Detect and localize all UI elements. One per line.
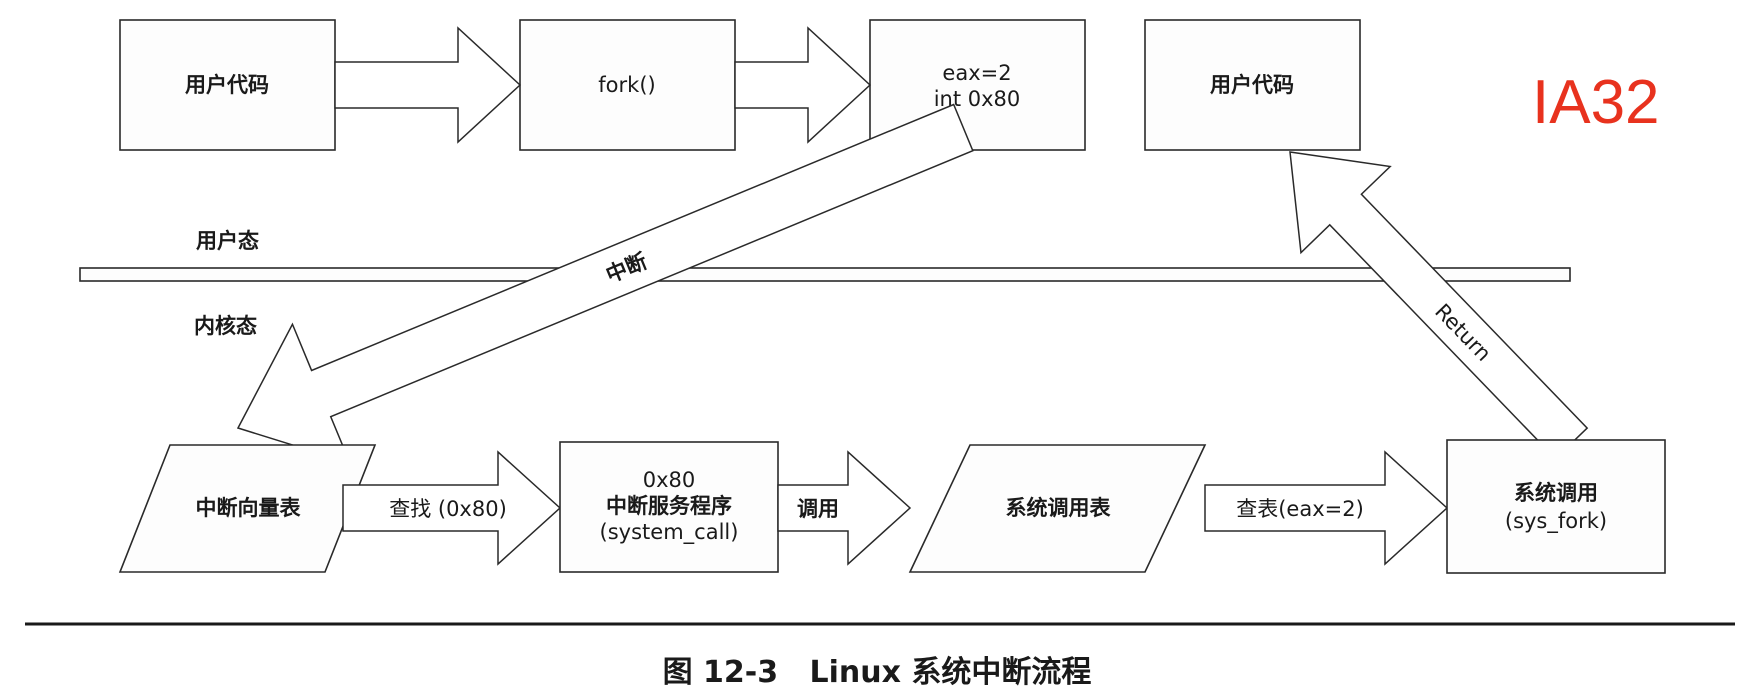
- sys-call-line2: (sys_fork): [1505, 509, 1607, 534]
- fork-box: [519, 19, 736, 151]
- interrupt-vector-table: [118, 444, 377, 573]
- sys-call-line1: 系统调用: [1514, 481, 1598, 505]
- call-arrow: [777, 450, 912, 566]
- mode-divider: [79, 267, 1571, 282]
- lookup-arrow: [342, 450, 562, 566]
- kernel-mode-label: 内核态: [194, 314, 257, 338]
- table-lookup-arrow: [1204, 450, 1449, 566]
- arrow-fork-to-eax: [734, 26, 872, 144]
- lookup-label: 查找 (0x80): [389, 497, 507, 521]
- return-arrow: [1289, 151, 1589, 460]
- user-mode-label: 用户态: [196, 229, 259, 253]
- vector-table-label: 中断向量表: [196, 496, 302, 520]
- call-label: 调用: [797, 497, 839, 521]
- isr-line2: 中断服务程序: [606, 494, 732, 518]
- table-lookup-label: 查表(eax=2): [1236, 497, 1364, 521]
- fork-label: fork(): [598, 73, 655, 97]
- eax-label: eax=2: [942, 61, 1011, 85]
- user-code-label: 用户代码: [185, 73, 269, 97]
- syscall-table: [908, 444, 1207, 573]
- sys-call-box: [1446, 439, 1666, 574]
- figure-caption: 图 12-3 Linux 系统中断流程: [663, 655, 1092, 690]
- isr-line1: 0x80: [643, 468, 696, 492]
- arrow-user-to-fork: [334, 26, 522, 144]
- arch-label: IA32: [1532, 68, 1660, 137]
- isr-line3: (system_call): [600, 520, 739, 545]
- user-code-box: [119, 19, 336, 151]
- return-user-code-box: [1144, 19, 1361, 151]
- syscall-table-label: 系统调用表: [1006, 496, 1112, 520]
- return-user-code-label: 用户代码: [1210, 73, 1294, 97]
